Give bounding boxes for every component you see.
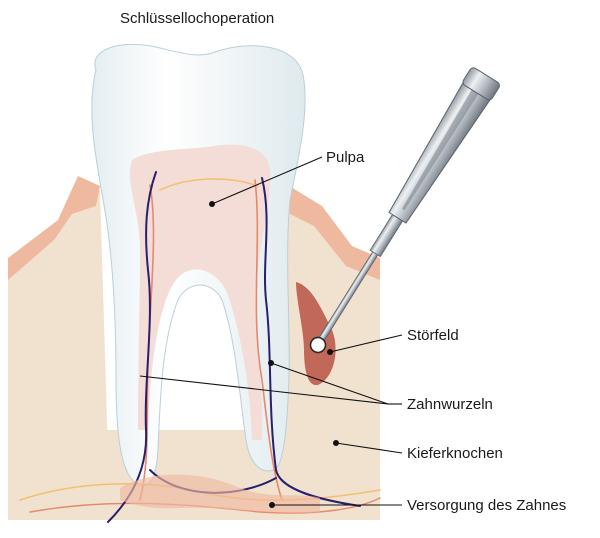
dot-versorgung: [269, 502, 275, 508]
dot-stoerfeld: [327, 349, 333, 355]
diagram-title: Schlüssellochoperation: [120, 10, 274, 27]
label-pulpa: Pulpa: [326, 149, 365, 166]
label-versorgung: Versorgung des Zahnes: [407, 497, 566, 514]
label-zahnwurzeln: Zahnwurzeln: [407, 396, 493, 413]
dot-zahnwurzeln: [268, 360, 274, 366]
label-stoerfeld: Störfeld: [407, 327, 459, 344]
instrument-collar: [370, 215, 402, 257]
label-kieferknochen: Kieferknochen: [407, 445, 503, 462]
dot-kieferknochen: [333, 440, 339, 446]
dot-pulpa: [209, 201, 215, 207]
